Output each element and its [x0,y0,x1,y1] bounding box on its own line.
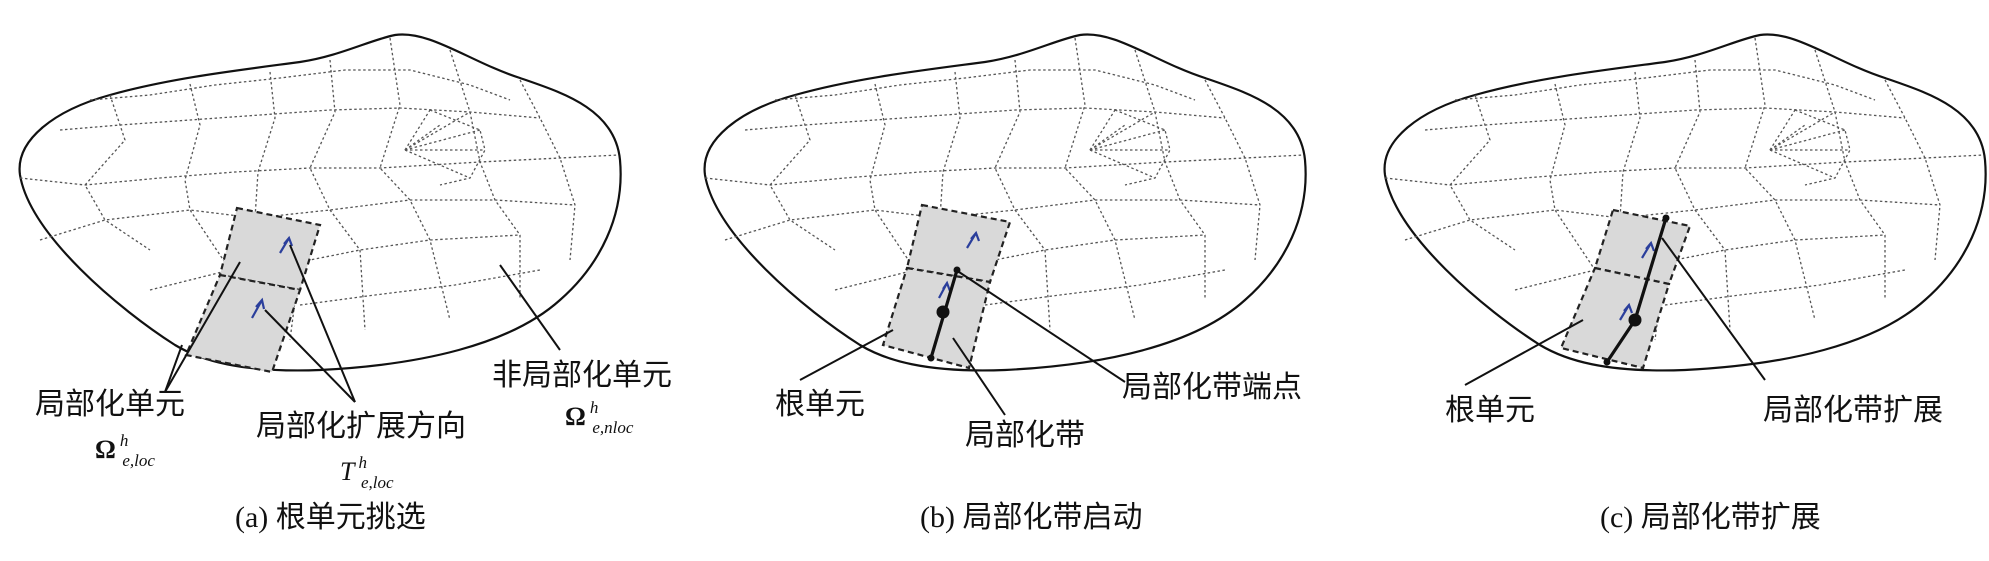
label-band-extension: 局部化带扩展 [1763,393,1943,428]
leaders-a [164,244,561,403]
caption-c: (c) 局部化带扩展 [1600,501,1821,534]
arrow-icon [1619,302,1634,321]
label-localized-element: 局部化单元 [35,387,185,422]
leaders-b [799,271,1126,416]
arrow-icon [279,235,294,254]
label-nonlocal-element: 非局部化单元 [492,358,672,393]
direction-arrows-a [251,235,294,319]
direction-arrows-c [1619,240,1656,321]
caption-a: (a) 根单元挑选 [235,501,426,534]
localized-elements-b [881,203,1012,370]
math-omega-nloc: Ω h e,nloc [565,398,634,437]
direction-arrows-b [938,230,981,299]
localization-band-b [927,266,961,362]
arrow-icon [251,297,266,319]
localization-band-c [1603,214,1670,366]
arrow-icon [938,280,952,299]
arrow-icon [1641,240,1656,259]
label-band-endpoint: 局部化带端点 [1122,370,1302,405]
panel-a: 局部化单元 Ω h e,loc 局部化扩展方向 T h e,loc 非局部化单元… [18,33,672,534]
label-root-element: 根单元 [1445,393,1535,428]
math-omega-loc: Ω h e,loc [95,431,155,470]
label-band: 局部化带 [965,418,1085,453]
label-direction: 局部化扩展方向 [256,409,466,444]
panel-b: 根单元 局部化带端点 局部化带 (b) 局部化带启动 [703,33,1307,534]
math-t-loc: T h e,loc [340,453,394,492]
label-root-element: 根单元 [775,387,865,422]
arrow-icon [966,230,981,249]
panel-c: 根单元 局部化带扩展 (c) 局部化带扩展 [1383,33,1987,534]
caption-b: (b) 局部化带启动 [920,501,1142,534]
lower-localized-cell [184,273,302,374]
localized-elements-a [184,206,322,374]
lower-localized-cell [881,266,992,370]
leaders-c [1464,237,1766,386]
